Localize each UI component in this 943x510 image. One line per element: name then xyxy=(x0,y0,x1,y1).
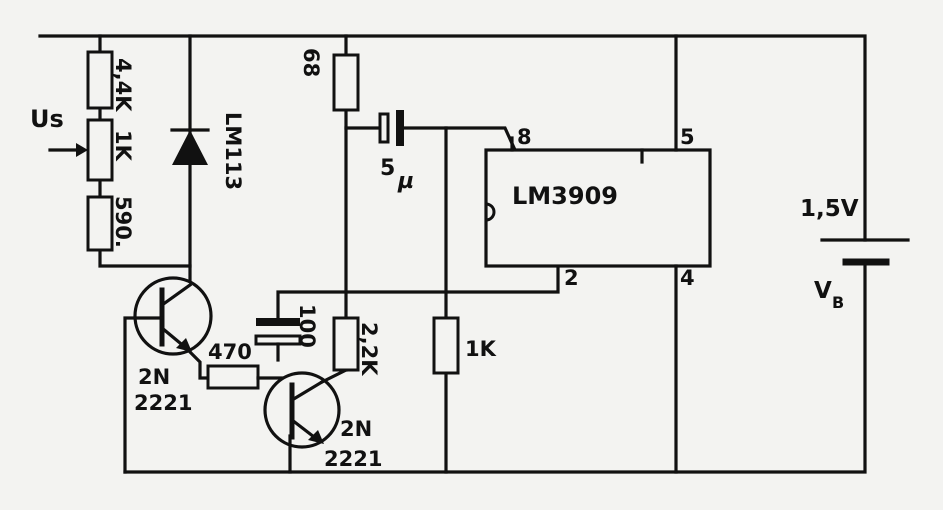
resistor-590 xyxy=(86,195,114,252)
label-cap-100: 100 xyxy=(295,304,319,348)
resistor-1k xyxy=(432,316,460,375)
label-cap-5: 5 xyxy=(380,156,395,181)
label-battery-name: V xyxy=(814,278,832,304)
label-r-top: 4,4K xyxy=(111,58,135,112)
label-r-bottom: 590. xyxy=(111,196,135,248)
transistor-q2 xyxy=(263,371,341,449)
label-q1-number: 2221 xyxy=(134,391,192,415)
label-battery-voltage: 1,5V xyxy=(800,196,859,222)
label-r-22k: 2,2K xyxy=(357,322,381,376)
label-pin8: 8 xyxy=(517,125,532,149)
label-cap-unit: µ xyxy=(397,169,414,194)
transistor-q1 xyxy=(133,276,213,356)
label-r-1k: 1K xyxy=(465,337,497,361)
wire-bottom-rail xyxy=(123,260,867,474)
wire-pin2 xyxy=(276,264,560,320)
label-ic: LM3909 xyxy=(512,182,618,210)
label-q2-type: 2N xyxy=(340,417,372,441)
label-battery-sub: B xyxy=(832,293,844,312)
label-q1-type: 2N xyxy=(138,365,170,389)
capacitor-5u xyxy=(378,110,404,146)
label-pin2: 2 xyxy=(564,266,579,290)
label-pin5: 5 xyxy=(680,125,695,149)
resistor-2-2k xyxy=(332,316,360,372)
wire-top-rail xyxy=(38,34,867,242)
zener-diode-symbol xyxy=(170,128,210,165)
wiper-arrow-icon xyxy=(48,143,88,157)
potentiometer-1k xyxy=(86,118,114,182)
label-r-68: 68 xyxy=(299,48,323,77)
battery-symbol xyxy=(820,238,910,266)
wire-q1-emitter xyxy=(183,345,210,380)
capacitor-100 xyxy=(254,318,302,346)
resistor-68 xyxy=(332,53,360,112)
ic-notch xyxy=(485,202,496,222)
wire-q2-collector xyxy=(319,367,349,385)
ic-lm3909 xyxy=(484,148,712,268)
label-r-pot: 1K xyxy=(111,130,135,162)
label-pin4: 4 xyxy=(680,266,695,290)
label-diode: LM113 xyxy=(221,112,245,190)
label-r-470: 470 xyxy=(208,340,252,364)
wire-q1-base xyxy=(123,316,164,474)
wire-divider-string xyxy=(98,34,192,268)
resistor-470 xyxy=(206,364,260,390)
label-q2-number: 2221 xyxy=(324,447,382,471)
resistor-4-4k xyxy=(86,50,114,110)
label-us: Us xyxy=(30,105,64,133)
wire-cap5-pin8 xyxy=(402,126,518,153)
